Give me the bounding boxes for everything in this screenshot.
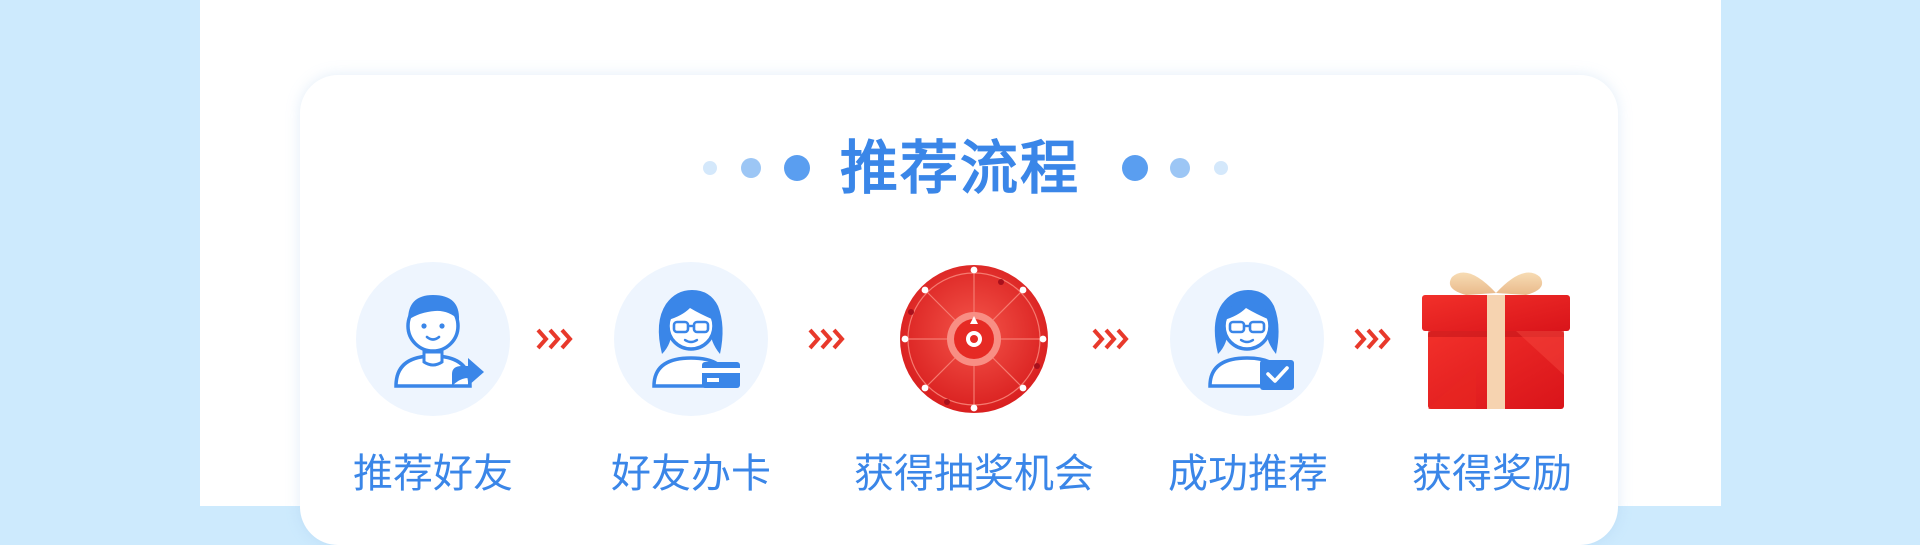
prize-wheel-icon — [897, 262, 1051, 416]
step-label-successful-referral: 成功推荐 — [1168, 451, 1328, 497]
user-check-icon — [1170, 262, 1324, 416]
step-label-friend-apply-card: 好友办卡 — [611, 451, 771, 497]
user-share-icon — [356, 262, 510, 416]
decor-dot-icon — [741, 158, 761, 178]
decor-dot-icon — [1122, 155, 1148, 181]
step-label-get-reward: 获得奖励 — [1412, 451, 1572, 497]
step-arrow-icon — [1092, 323, 1132, 355]
decor-dot-icon — [784, 155, 810, 181]
step-arrow-icon — [536, 323, 576, 355]
section-title: 推荐流程 — [839, 134, 1080, 202]
decor-dot-icon — [703, 161, 717, 175]
decor-dot-icon — [1170, 158, 1190, 178]
decor-dot-icon — [1214, 161, 1228, 175]
step-arrow-icon — [808, 323, 848, 355]
user-card-icon — [614, 262, 768, 416]
section-header: 推荐流程 — [0, 128, 1920, 208]
step-arrow-icon — [1354, 323, 1394, 355]
step-label-get-lottery-chance: 获得抽奖机会 — [854, 451, 1094, 497]
step-label-recommend-friend: 推荐好友 — [353, 451, 513, 497]
gift-box-icon — [1416, 255, 1576, 415]
